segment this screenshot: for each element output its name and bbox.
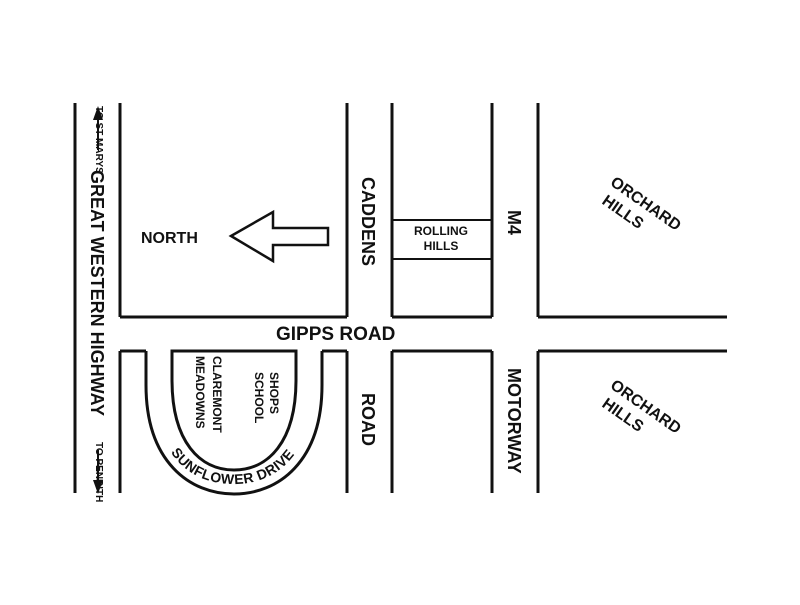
arrow-down-icon (93, 450, 103, 494)
caddens-label: CADDENS (358, 177, 378, 266)
arrow-up-head (93, 106, 103, 120)
arrow-up-icon (93, 106, 103, 150)
arrow-down-head (93, 480, 103, 494)
rolling-hills-label-line1: ROLLING (414, 224, 468, 238)
north-label: NORTH (141, 230, 198, 247)
caddens-road (345, 103, 394, 493)
sunflower-drive (144, 349, 324, 496)
m4-motorway (490, 103, 540, 493)
rolling-hills-street (392, 219, 492, 260)
sunflower-drive-inner-edge (170, 349, 298, 472)
north-arrow-shape (228, 209, 330, 264)
to-penrith-label: TO PENRITH (93, 442, 104, 502)
meadowns-label: MEADOWNS (193, 356, 207, 429)
sunflower-drive-outer-edge (144, 351, 324, 496)
school-label: SCHOOL (252, 372, 266, 423)
great-western-highway (73, 103, 122, 493)
great-western-highway-label: GREAT WESTERN HIGHWAY (87, 170, 107, 416)
m4-label: M4 (504, 210, 524, 235)
orchard-hills-bottom: ORCHARD HILLS (599, 377, 684, 438)
orchard-hills-top: ORCHARD HILLS (599, 174, 684, 235)
claremont-label: CLAREMONT (210, 356, 224, 433)
to-st-marys-label: TO ST MARYS (93, 106, 104, 174)
gipps-road-label: GIPPS ROAD (276, 324, 395, 345)
north-arrow-icon (228, 209, 330, 264)
road-label: ROAD (358, 393, 378, 446)
rolling-hills-label-line2: HILLS (424, 239, 459, 253)
gipps-road (120, 315, 727, 353)
motorway-label: MOTORWAY (504, 368, 524, 474)
shops-label: SHOPS (267, 372, 281, 414)
